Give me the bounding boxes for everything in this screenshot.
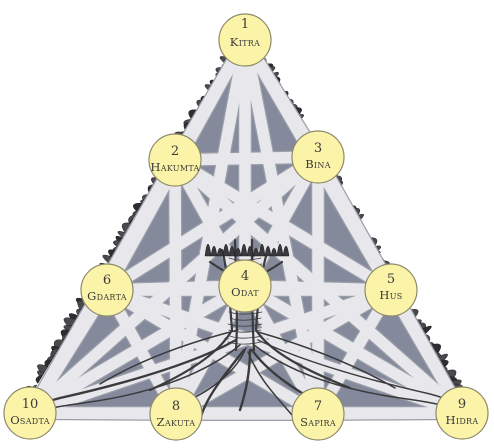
- node-1-label: Kitra: [230, 35, 260, 49]
- node-8-label: Zakuta: [157, 415, 196, 429]
- node-3[interactable]: 3 Bina: [291, 130, 345, 184]
- node-6[interactable]: 6 Gdarta: [80, 263, 134, 317]
- node-6-number: 6: [103, 273, 111, 288]
- canopy-tuft: [282, 245, 290, 257]
- root-stroke: [247, 351, 297, 421]
- root-stroke: [39, 344, 241, 413]
- node-3-number: 3: [314, 141, 322, 156]
- node-10-number: 10: [22, 397, 39, 412]
- node-4[interactable]: 4 Odat: [218, 259, 272, 313]
- root-stroke: [99, 329, 239, 385]
- leaf-tuft: [35, 374, 44, 384]
- node-2[interactable]: 2 Hakumta: [148, 133, 202, 187]
- bark-hatch: [229, 335, 263, 339]
- bark-hatch: [228, 329, 262, 333]
- node-2-label: Hakumta: [150, 160, 199, 174]
- bark-hatch: [228, 311, 263, 315]
- node-7-label: Sapira: [300, 415, 336, 429]
- node-4-label: Odat: [231, 285, 259, 299]
- bark-hatch: [227, 323, 263, 327]
- node-9[interactable]: 9 Hidra: [435, 386, 489, 440]
- node-2-number: 2: [171, 144, 179, 159]
- node-5[interactable]: 5 Hus: [364, 263, 418, 317]
- node-1-number: 1: [241, 17, 249, 32]
- node-3-label: Bina: [305, 157, 331, 171]
- node-8-number: 8: [172, 399, 180, 414]
- node-7[interactable]: 7 Sapira: [291, 387, 345, 441]
- node-9-number: 9: [458, 397, 466, 412]
- node-5-label: Hus: [379, 288, 402, 302]
- node-4-number: 4: [241, 269, 249, 284]
- bark-hatch: [227, 341, 262, 345]
- bark-hatch: [229, 317, 262, 321]
- node-1[interactable]: 1 Kitra: [218, 13, 272, 67]
- node-10-label: Osadta: [10, 413, 50, 427]
- beam-3-6: [103, 152, 322, 295]
- node-6-label: Gdarta: [87, 289, 127, 303]
- root-stroke: [257, 331, 396, 389]
- node-8[interactable]: 8 Zakuta: [149, 387, 203, 441]
- node-10[interactable]: 10 Osadta: [3, 386, 57, 440]
- node-7-number: 7: [314, 399, 322, 414]
- node-9-label: Hidra: [446, 413, 479, 427]
- node-5-number: 5: [387, 272, 395, 287]
